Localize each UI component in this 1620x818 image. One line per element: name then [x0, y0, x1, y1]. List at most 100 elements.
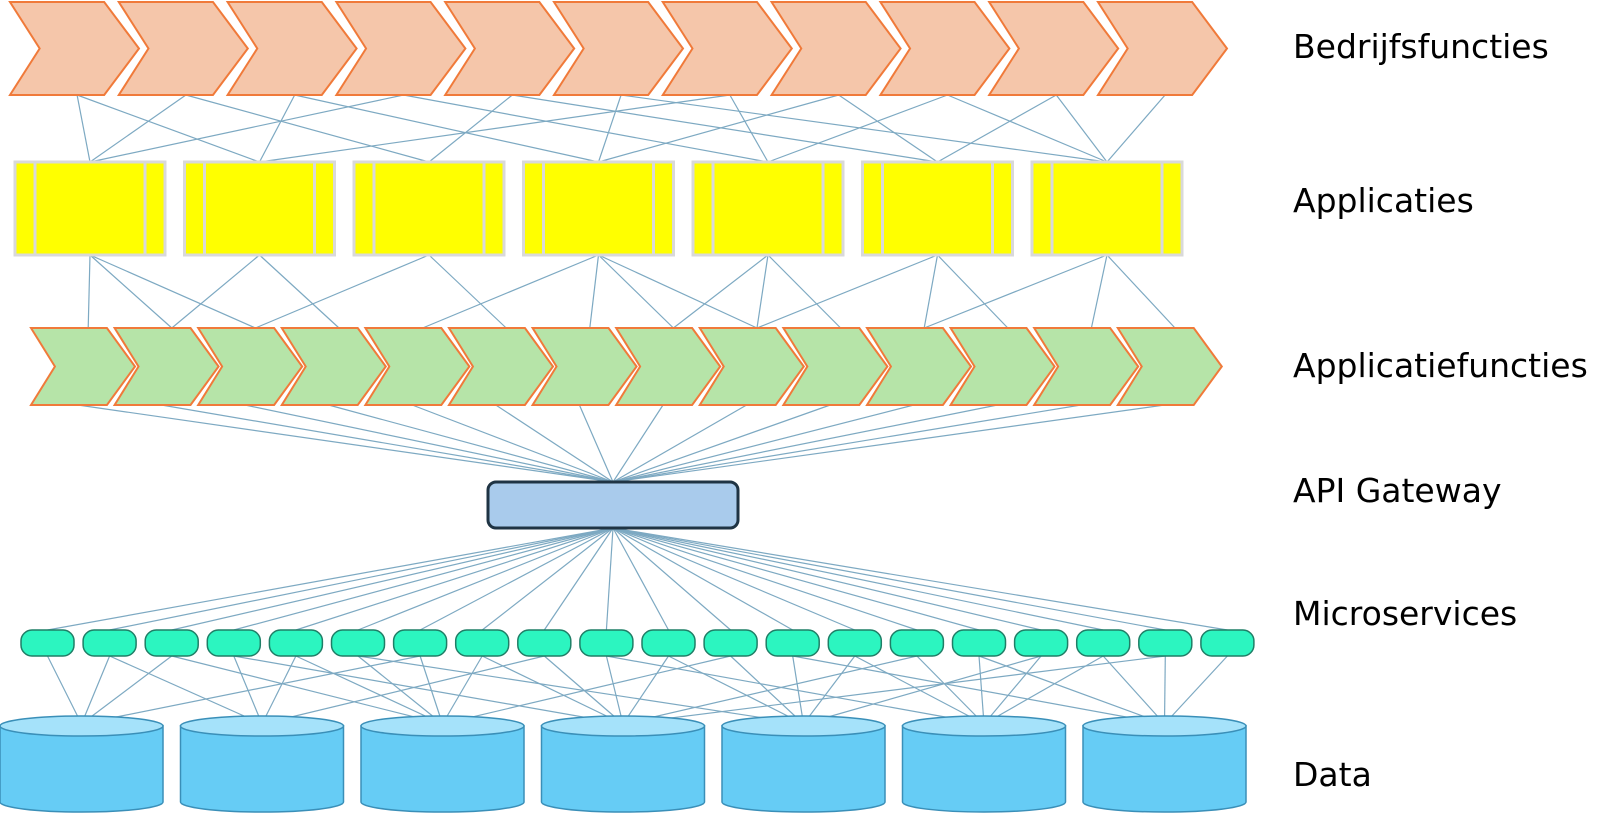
connection-line — [947, 94, 1108, 163]
bedrijfsfunctie-chevron — [769, 1, 902, 96]
layer-label-data: Data — [1293, 755, 1372, 794]
connection-line — [481, 655, 624, 725]
connection-line — [403, 94, 769, 163]
connection-line — [328, 404, 614, 483]
connection-line — [622, 655, 1166, 725]
connection-line — [357, 655, 804, 725]
connection-line — [89, 94, 187, 163]
connection-line — [495, 404, 614, 483]
applicatie-block — [183, 160, 336, 257]
connection-line — [612, 404, 831, 483]
connection-line — [1102, 655, 1165, 725]
connection-line — [730, 655, 804, 725]
applicatie-block-body — [13, 160, 167, 257]
connection-line — [983, 655, 1042, 725]
database-cylinder-body — [721, 725, 886, 813]
applicatiefunctie-chevron — [781, 327, 889, 406]
connection-line — [622, 655, 669, 725]
database-cylinder — [360, 715, 525, 813]
connection-line — [612, 527, 670, 631]
connection-line — [612, 404, 914, 483]
connection-line — [612, 527, 731, 631]
connection-line — [620, 94, 1108, 163]
applicatie-block — [861, 160, 1014, 257]
connection-line — [295, 655, 443, 725]
connection-line — [1164, 655, 1228, 725]
connection-line — [244, 404, 614, 483]
connection-line — [357, 655, 443, 725]
microservice-pill — [82, 629, 137, 657]
connection-line — [612, 404, 747, 483]
microservice-pill — [144, 629, 199, 657]
database-cylinder-top — [179, 715, 345, 737]
bedrijfsfunctie-chevron — [987, 0, 1120, 96]
connection-line — [109, 527, 614, 631]
connection-line — [756, 254, 769, 329]
connection-line — [916, 655, 985, 725]
microservice-pill — [268, 629, 324, 657]
applicatie-block — [13, 160, 167, 257]
applicatie-block-body — [522, 160, 675, 257]
connection-line — [76, 94, 91, 163]
connection-line — [81, 655, 421, 725]
applicatiefunctie-chevron — [1032, 327, 1140, 406]
connection-line — [259, 94, 730, 163]
bedrijfsfunctie-chevron — [660, 0, 794, 96]
database-cylinder-body — [0, 725, 164, 813]
microservice-pill — [1200, 629, 1255, 657]
connection-line — [612, 527, 793, 631]
connection-line — [261, 655, 545, 725]
connection-line — [428, 254, 507, 329]
applicatiefunctie-chevron — [614, 327, 722, 406]
connection-line — [612, 527, 1166, 631]
applicatie-block-body — [691, 160, 845, 257]
connection-line — [612, 404, 1082, 483]
connection-line — [1055, 94, 1108, 163]
connection-line — [543, 527, 614, 631]
microservice-pill — [765, 629, 820, 657]
bedrijfsfunctie-chevron — [116, 0, 250, 96]
connection-line — [233, 655, 624, 725]
bedrijfsfunctie-chevron — [443, 0, 576, 96]
connection-line — [543, 655, 624, 725]
connection-line — [937, 94, 1057, 163]
database-cylinder-body — [901, 725, 1067, 813]
connection-line — [171, 254, 260, 329]
connection-line — [622, 655, 918, 725]
connection-line — [612, 527, 1228, 631]
applicatie-block-body — [352, 160, 506, 257]
connection-line — [978, 655, 985, 725]
database-cylinder — [1082, 715, 1247, 813]
connection-line — [597, 94, 622, 163]
applicatiefunctie-chevron — [280, 327, 388, 406]
connection-line — [612, 527, 1042, 631]
connection-line — [357, 527, 614, 631]
connection-line — [923, 254, 939, 329]
database-cylinder-top — [0, 715, 164, 737]
database-cylinder-body — [360, 725, 525, 813]
layer-label-applicaties: Applicaties — [1293, 181, 1474, 220]
connection-line — [729, 94, 769, 163]
connection-line — [612, 404, 1165, 483]
bedrijfsfunctie-chevron — [552, 0, 685, 96]
connection-line — [598, 254, 758, 329]
connection-line — [442, 655, 731, 725]
connection-line — [428, 94, 513, 163]
database-cylinder-top — [721, 715, 886, 737]
connection-line — [109, 655, 263, 725]
bedrijfsfunctie-chevron — [225, 0, 358, 96]
microservice-pill — [517, 629, 572, 657]
connection-line — [803, 655, 1042, 725]
layer-label-applicatiefuncties: Applicatiefuncties — [1293, 346, 1588, 385]
database-cylinder — [721, 715, 886, 813]
connection-line — [258, 94, 296, 163]
layer-label-bedrijfsfuncties: Bedrijfsfuncties — [1293, 27, 1549, 66]
connection-line — [673, 254, 769, 329]
connection-line — [255, 254, 430, 329]
connection-line — [294, 94, 599, 163]
connection-line — [233, 527, 614, 631]
applicatiefunctie-chevron — [948, 327, 1056, 406]
database-cylinder — [540, 715, 706, 813]
microservice-pill — [20, 629, 75, 657]
